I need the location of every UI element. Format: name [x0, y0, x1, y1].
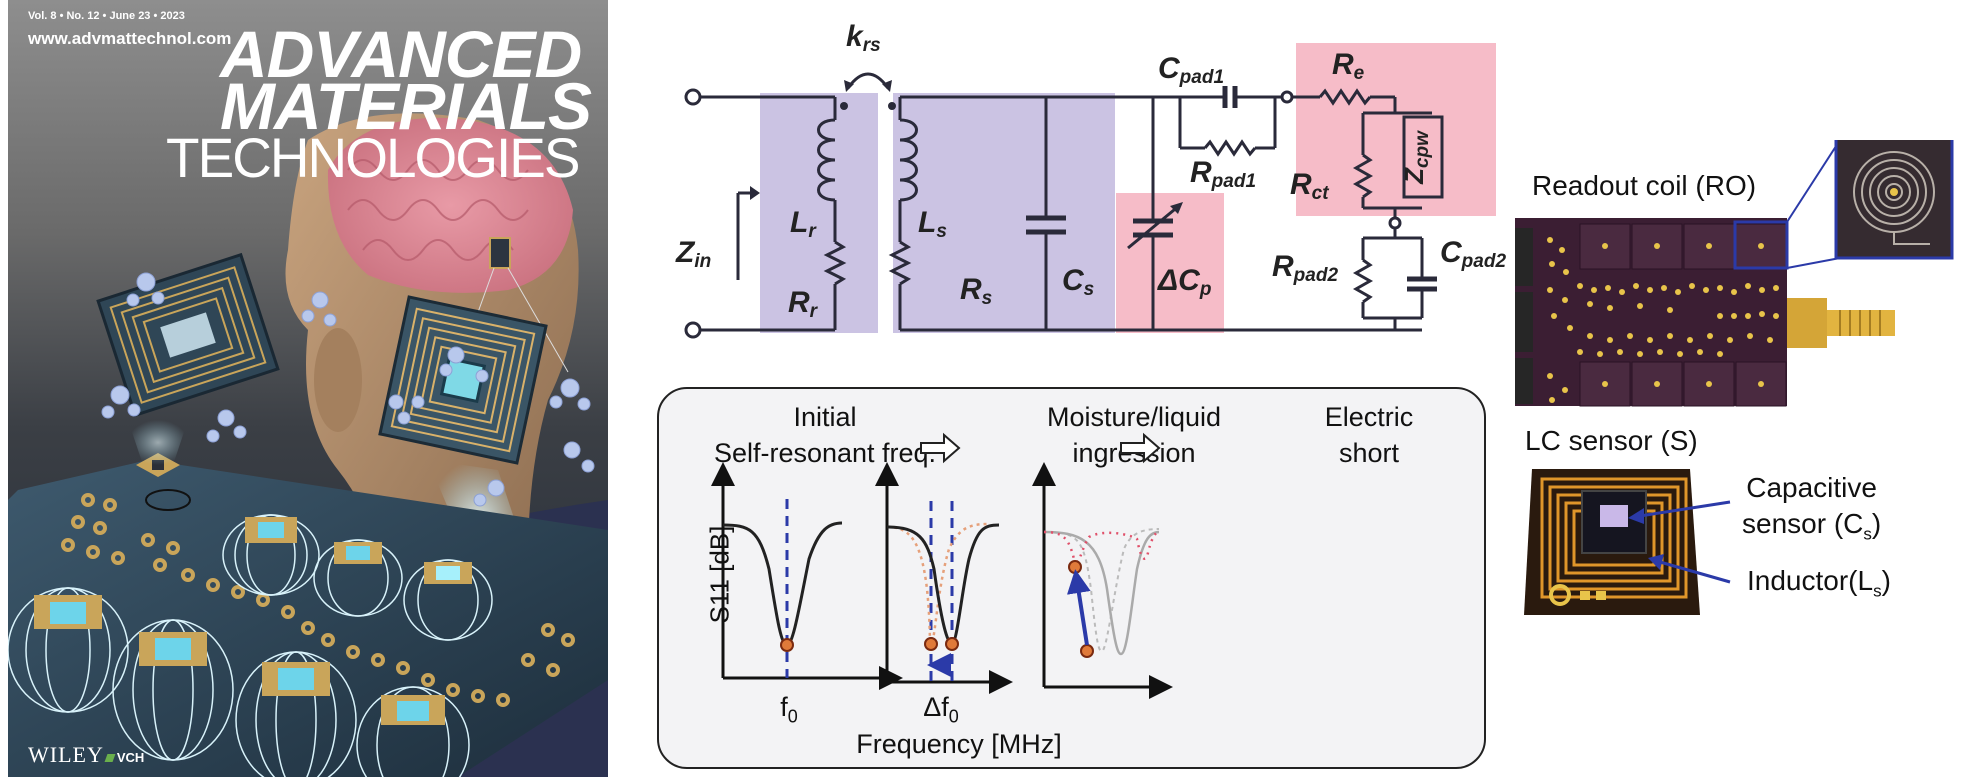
publisher-mark-icon	[104, 754, 116, 762]
ear	[314, 328, 362, 432]
stage-arrows	[920, 432, 1161, 464]
label-cpad1: Cpad1	[1158, 52, 1225, 89]
label-rs: Rs	[960, 273, 993, 310]
label-lr: Lr	[790, 206, 816, 243]
short-curve	[1043, 530, 1160, 563]
label-delta-cp: ΔCp	[1158, 264, 1212, 301]
label-krs: krs	[846, 20, 881, 57]
issue-line: Vol. 8 • No. 12 • June 23 • 2023	[28, 10, 185, 22]
field-coils	[8, 514, 493, 777]
journal-title-line1: ADVANCED	[220, 17, 582, 91]
sensor-tile-right	[378, 295, 548, 465]
short-arrow	[1066, 569, 1091, 646]
prior-shifted-curve	[1043, 528, 1160, 653]
callout-arrows	[1628, 500, 1731, 584]
publisher-logo: WILEY VCH	[28, 742, 144, 768]
zoom-box	[1733, 220, 1789, 270]
lc-sensor-caption: LC sensor (S)	[1525, 425, 1698, 456]
inductor-traces	[1540, 477, 1688, 599]
sensor-coil-region	[893, 93, 1115, 333]
board-vias	[61, 493, 575, 707]
cover-illustration	[8, 113, 608, 777]
resonance-plots	[711, 432, 1173, 699]
circuit-schematic	[684, 43, 1496, 339]
plot-short	[1032, 462, 1173, 699]
label-zcpw: Zcpw	[1398, 131, 1433, 184]
implant-chip	[489, 237, 511, 269]
label-rct: Rct	[1290, 168, 1329, 205]
journal-cover: Vol. 8 • No. 12 • June 23 • 2023 www.adv…	[8, 0, 608, 777]
inductor-label: Inductor(Ls)	[1747, 565, 1891, 601]
label-cpad2: Cpad2	[1440, 236, 1507, 273]
readout-coil-caption: Readout coil (RO)	[1532, 170, 1757, 201]
shifted-curve	[886, 522, 990, 646]
journal-url: www.advmattechnol.com	[28, 29, 232, 48]
reference-curve	[886, 523, 1000, 646]
label-rr: Rr	[788, 286, 818, 323]
parasitic-cap-region	[1116, 193, 1224, 333]
label-zin: Zin	[676, 236, 712, 273]
electrode-region	[1296, 43, 1496, 216]
resonance-dot	[780, 638, 794, 652]
label-ls: Ls	[918, 206, 947, 243]
initial-curve	[722, 521, 843, 647]
x-axis-label: Frequency [MHz]	[856, 729, 1062, 759]
lc-sensor-photo	[1524, 469, 1700, 615]
stage-arrow-1-icon	[920, 432, 961, 464]
coupling-arrow	[846, 72, 890, 89]
label-rpad2: Rpad2	[1272, 250, 1339, 287]
plot-ingression	[875, 462, 1013, 694]
delta-f0-label: Δf0	[923, 692, 959, 727]
stage-arrow-2-icon	[1120, 432, 1161, 464]
journal-title-line2: MATERIALS	[220, 69, 592, 143]
capacitive-sensor-label: Capacitive sensor (Cs)	[1742, 472, 1882, 544]
sensor-tile-left	[96, 252, 280, 418]
label-rpad1: Rpad1	[1190, 156, 1257, 193]
sma-connector	[1787, 298, 1895, 348]
label-re: Re	[1332, 48, 1365, 85]
water-molecules	[101, 272, 595, 507]
readout-board	[8, 460, 608, 777]
label-cs: Cs	[1062, 264, 1095, 301]
plot-initial	[711, 462, 903, 690]
equivalent-circuit: krs Zin Lr Rr Ls Rs Cs ΔCp Cpad1 Rpad1 R…	[660, 20, 1520, 350]
readout-board-photo	[1515, 140, 1954, 407]
wires	[684, 86, 1444, 339]
publisher-name: WILEY	[28, 742, 104, 767]
journal-title-line3: TECHNOLOGIES	[166, 126, 581, 189]
publisher-suffix: VCH	[116, 750, 145, 765]
faded-reference-curve	[1043, 530, 1160, 656]
f0-label: f0	[780, 692, 798, 727]
